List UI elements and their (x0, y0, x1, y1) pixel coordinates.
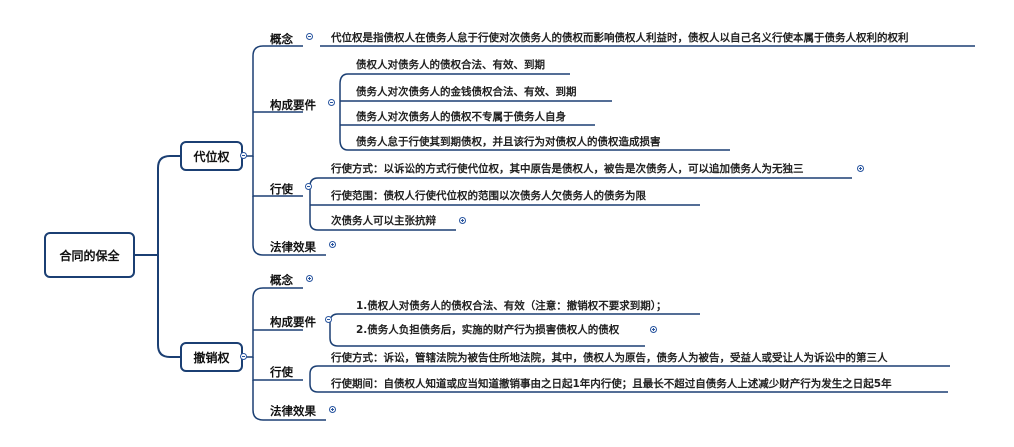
expand-toggle-method-icon[interactable] (857, 165, 864, 172)
subrogation-requirement-1[interactable]: 债权人对债务人的债权合法、有效、到期 (356, 59, 545, 71)
revocation-requirement-2[interactable]: 2.债务人负担债务后，实施的财产行为损害债权人的债权 (356, 324, 620, 336)
expand-toggle-revocation-effect-icon[interactable] (329, 406, 336, 413)
node-subrogation-label: 代位权 (193, 149, 230, 164)
root-node[interactable]: 合同的保全 (44, 232, 135, 278)
revocation-requirement-1[interactable]: 1.债权人对债务人的债权合法、有效（注意：撤销权不要求到期）； (356, 300, 667, 312)
expand-toggle-revocation-concept-icon[interactable] (306, 275, 313, 282)
subrogation-requirement-4[interactable]: 债务人怠于行使其到期债权，并且该行为对债权人的债权造成损害 (356, 136, 661, 148)
node-revocation-label: 撤销权 (193, 350, 230, 365)
connector-subrogation-concept (243, 45, 303, 157)
expand-toggle-revocation-requirement-icon[interactable] (650, 326, 657, 333)
subrogation-concept-text[interactable]: 代位权是指债权人在债务人怠于行使对次债务人的债权而影响债权人利益时，债权人以自己… (331, 32, 909, 44)
subrogation-requirement-2[interactable]: 债务人对次债务人的金钱债权合法、有效、到期 (356, 86, 577, 98)
connector-revocation-effect (252, 380, 326, 421)
collapse-toggle-exercise-icon[interactable] (305, 183, 312, 190)
subrogation-exercise-method[interactable]: 行使方式：以诉讼的方式行使代位权，其中原告是债权人，被告是次债务人，可以追加债务… (331, 163, 804, 175)
subrogation-concept-label[interactable]: 概念 (270, 32, 293, 46)
root-node-label: 合同的保全 (59, 248, 120, 263)
revocation-concept-label[interactable]: 概念 (270, 273, 293, 287)
subrogation-requirement-3[interactable]: 债务人对次债务人的债权不专属于债务人自身 (356, 111, 566, 123)
collapse-toggle-revocation-icon[interactable] (240, 353, 247, 360)
subrogation-exercise-scope[interactable]: 行使范围：债权人行使代位权的范围以次债务人欠债务人的债务为限 (331, 190, 646, 202)
revocation-exercise-period[interactable]: 行使期间：自债权人知道或应当知道撤销事由之日起1年内行使；且最长不超过自债务人上… (331, 378, 892, 390)
connector-root-revocation (135, 254, 180, 358)
collapse-toggle-revocation-requirements-icon[interactable] (325, 316, 332, 323)
connector-revocation-concept (243, 287, 303, 358)
subrogation-exercise-label[interactable]: 行使 (270, 182, 293, 196)
connector-root-subrogation (135, 155, 180, 256)
revocation-requirements-label[interactable]: 构成要件 (270, 315, 316, 329)
revocation-effect-label[interactable]: 法律效果 (270, 404, 316, 418)
subrogation-effect-label[interactable]: 法律效果 (270, 240, 316, 254)
connector-req-leaves (339, 73, 570, 112)
connector-subrogation-effect (252, 196, 326, 256)
node-subrogation[interactable]: 代位权 (180, 141, 243, 171)
node-revocation[interactable]: 撤销权 (180, 342, 243, 372)
collapse-toggle-concept-icon[interactable] (306, 33, 313, 40)
collapse-toggle-requirements-icon[interactable] (328, 99, 335, 106)
revocation-exercise-label[interactable]: 行使 (270, 365, 293, 379)
collapse-toggle-subrogation-icon[interactable] (240, 152, 247, 159)
subrogation-requirements-label[interactable]: 构成要件 (270, 98, 316, 112)
expand-toggle-defense-icon[interactable] (459, 217, 466, 224)
subrogation-exercise-defense[interactable]: 次债务人可以主张抗辩 (331, 215, 436, 227)
expand-toggle-subrogation-effect-icon[interactable] (329, 241, 336, 248)
revocation-exercise-method[interactable]: 行使方式：诉讼，管辖法院为被告住所地法院，其中，债权人为原告，债务人为被告，受益… (331, 352, 888, 364)
